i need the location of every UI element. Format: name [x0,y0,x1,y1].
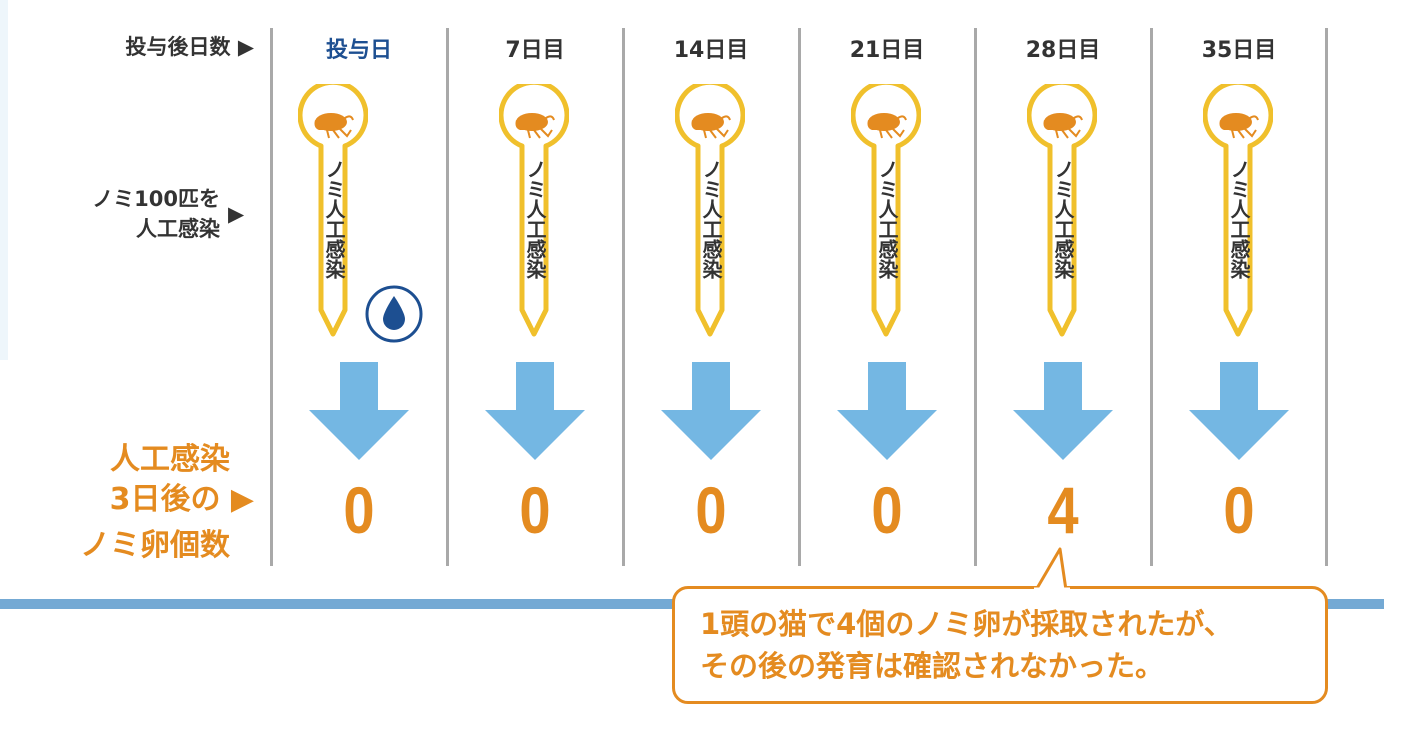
column-divider [446,28,449,566]
tag-label: ノミ人工感染 [875,159,899,279]
infection-tag: ノミ人工感染 [298,84,368,344]
down-arrow-icon [309,362,409,460]
down-arrow-icon [1013,362,1113,460]
column-header-day-28: 28日目 [1025,38,1101,63]
column-header-day-14: 14日目 [673,38,749,63]
result-label-line1: 人工感染 [110,442,230,477]
tag-shape [1203,84,1273,337]
flea-icon [1219,113,1259,139]
flea-icon [1043,113,1083,139]
row-label-days: 投与後日数 ▶ [125,35,254,59]
flea-icon [515,113,555,139]
tag-label: ノミ人工感染 [523,159,547,279]
tag-shape [298,84,368,337]
infection-tag: ノミ人工感染 [499,84,569,344]
column-header-day-35: 35日目 [1201,38,1277,63]
column-header-day-21: 21日目 [849,38,925,63]
column-divider [1150,28,1153,566]
egg-count-day-14: 0 [695,473,727,547]
egg-count-day-0: 0 [343,473,375,547]
tag-shape [1027,84,1097,337]
callout-line2: その後の発育は確認されなかった。 [700,649,1165,683]
egg-count-day-7: 0 [519,473,551,547]
left-accent-strip [0,0,8,360]
egg-count-day-28: 4 [1047,473,1079,547]
row-label-infection-line1: ノミ100匹を [92,187,220,211]
column-header-day-7: 7日目 [505,38,565,63]
tag-label: ノミ人工感染 [322,159,346,279]
callout-line1: 1頭の猫で4個のノミ卵が採取されたが、 [700,607,1233,641]
column-divider [1325,28,1328,566]
down-arrow-icon [1189,362,1289,460]
flea-icon [867,113,907,139]
column-divider [798,28,801,566]
column-divider [974,28,977,566]
down-arrow-icon [485,362,585,460]
tag-shape [851,84,921,337]
result-label-line2: 3日後の ▶ [109,482,254,517]
result-label-line3: ノミ卵個数 [80,528,230,563]
tag-label: ノミ人工感染 [699,159,723,279]
column-divider [270,28,273,566]
infection-tag: ノミ人工感染 [851,84,921,344]
callout-pointer [1034,547,1070,592]
down-arrow-icon [661,362,761,460]
column-divider [622,28,625,566]
infection-tag: ノミ人工感染 [675,84,745,344]
column-header-day-0: 投与日 [325,38,392,63]
row-label-infection-arrow: ▶ [228,202,245,226]
egg-count-day-35: 0 [1223,473,1255,547]
tag-label: ノミ人工感染 [1051,159,1075,279]
tag-label: ノミ人工感染 [1227,159,1251,279]
flea-icon [691,113,731,139]
tag-shape [499,84,569,337]
callout-box [672,586,1328,704]
tag-shape [675,84,745,337]
down-arrow-icon [837,362,937,460]
egg-count-day-21: 0 [871,473,903,547]
row-label-infection-line2: 人工感染 [136,217,220,241]
water-drop-icon [364,284,424,344]
infection-tag: ノミ人工感染 [1027,84,1097,344]
infection-tag: ノミ人工感染 [1203,84,1273,344]
flea-icon [314,113,354,139]
